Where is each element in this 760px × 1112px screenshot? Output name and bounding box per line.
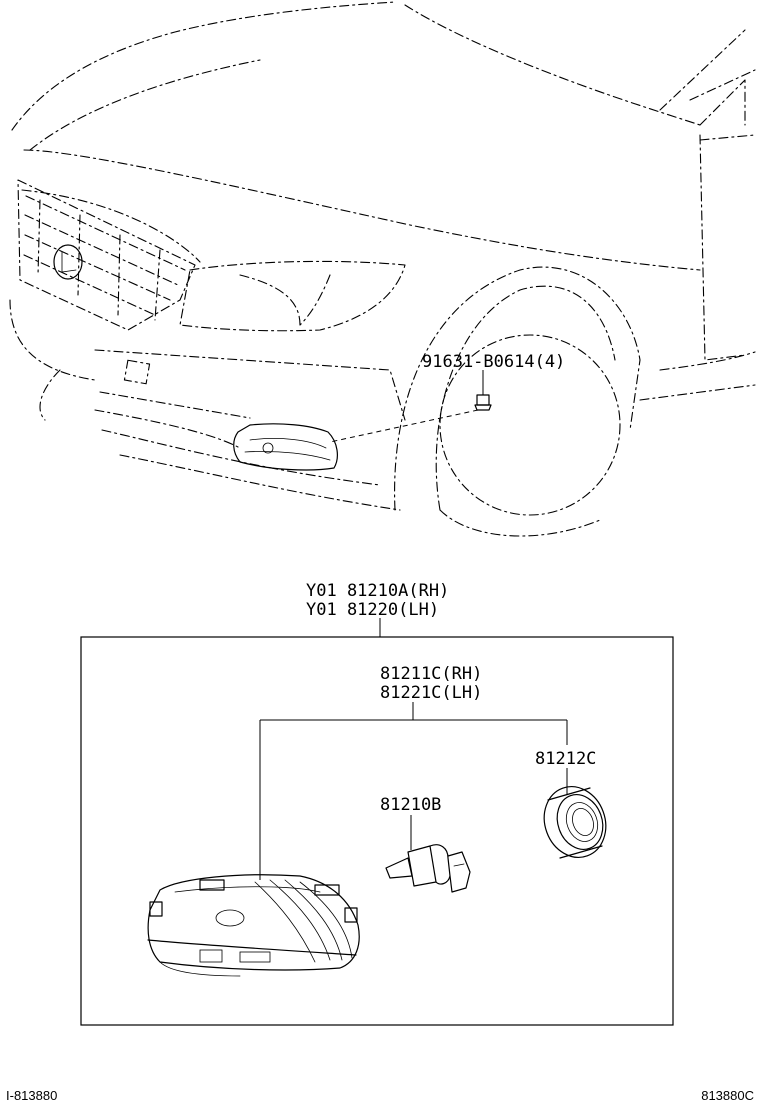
parts-box: [80, 636, 674, 1026]
housing-part-number-lh: 81221C(LH): [380, 683, 482, 703]
assembly-part-number-lh: Y01 81220(LH): [306, 600, 439, 620]
diagram-code-left: I-813880: [6, 1088, 57, 1103]
assembly-part-number-rh: Y01 81210A(RH): [306, 581, 449, 601]
diagram-code-right: 813880C: [701, 1088, 754, 1103]
fog-lamp-assembly-icon: [147, 874, 360, 977]
bolt-part-number: 91631-B0614(4): [422, 352, 565, 372]
bulb-icon: [385, 844, 471, 893]
socket-part-number: 81212C: [535, 749, 596, 769]
bulb-part-number: 81210B: [380, 795, 441, 815]
bolt-icon: [474, 394, 492, 411]
vehicle-outline-icon: [9, 1, 756, 537]
housing-part-number-rh: 81211C(RH): [380, 664, 482, 684]
socket-ring-icon: [543, 786, 607, 859]
